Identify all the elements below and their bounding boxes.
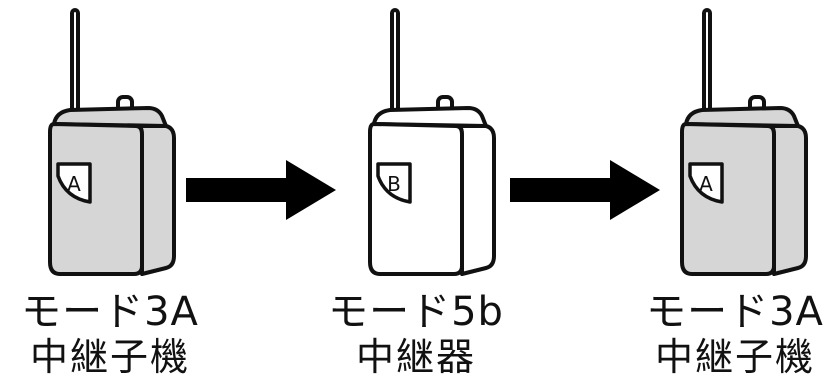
device-front xyxy=(680,122,776,276)
badge-letter: B xyxy=(387,172,401,196)
arrow-shape xyxy=(510,160,660,220)
device-side xyxy=(134,124,176,276)
transmitter-icon: B xyxy=(368,8,496,276)
device-top xyxy=(684,106,800,128)
badge-shield xyxy=(688,162,724,204)
arrow-shape xyxy=(186,160,336,220)
device-1-caption: モード3A 中継子機 xyxy=(0,292,220,376)
device-front xyxy=(368,122,464,276)
device-front xyxy=(48,122,144,276)
role-label: 中継器 xyxy=(355,335,476,379)
relay-device: B xyxy=(350,0,550,290)
role-label: 中継子機 xyxy=(29,335,190,379)
antenna xyxy=(390,8,400,117)
relay-child-device-2: A xyxy=(662,0,837,290)
device-top xyxy=(52,106,168,128)
role-label: 中継子機 xyxy=(654,335,815,379)
arrow-right-icon xyxy=(186,160,336,220)
transmitter-icon: A xyxy=(48,8,176,276)
badge-letter: A xyxy=(67,172,81,196)
badge-shield xyxy=(376,162,412,204)
badge-shield xyxy=(56,162,92,204)
device-side xyxy=(454,124,496,276)
device-3-caption: モード3A 中継子機 xyxy=(625,292,837,376)
mode-label: モード3A xyxy=(21,289,199,335)
transmitter-icon: A xyxy=(680,8,808,276)
device-side xyxy=(766,124,808,276)
relay-child-device-1: A xyxy=(30,0,230,290)
mode-label: モード5b xyxy=(328,289,504,335)
device-top xyxy=(372,106,488,128)
antenna xyxy=(702,8,712,117)
antenna xyxy=(70,8,80,117)
mode-label: モード3A xyxy=(646,289,824,335)
device-2-caption: モード5b 中継器 xyxy=(306,292,526,376)
arrow-right-icon xyxy=(510,160,660,220)
badge-letter: A xyxy=(699,172,713,196)
